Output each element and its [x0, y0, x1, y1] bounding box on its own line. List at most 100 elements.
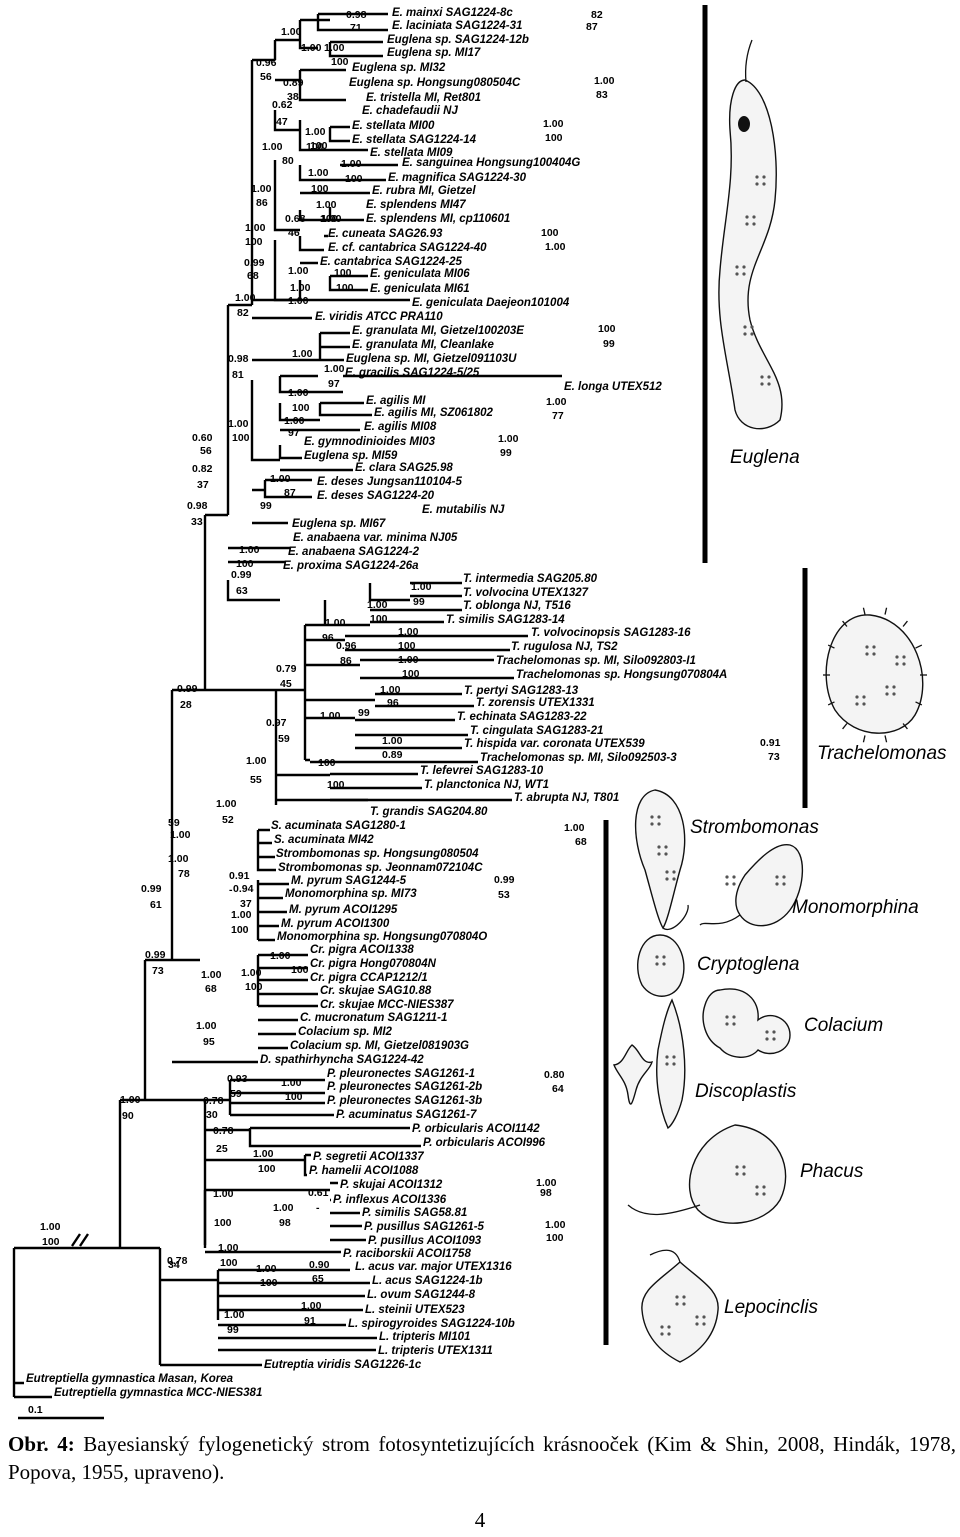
- taxon-label: E. stellata MI09: [370, 147, 453, 159]
- support-value: 100: [42, 1236, 60, 1248]
- support-value: 97: [288, 427, 300, 439]
- texture-dot: [752, 222, 756, 226]
- taxon-label: T. volvocina UTEX1327: [463, 587, 589, 599]
- taxon-label: E. cuneata SAG26.93: [328, 228, 443, 240]
- support-value: 1.00: [398, 654, 419, 666]
- tree-branch: [205, 1126, 421, 1177]
- tree-branch: [170, 688, 258, 1064]
- support-value: 100: [598, 323, 616, 335]
- support-value: 1.00: [545, 241, 566, 253]
- support-value: 1.00: [325, 617, 346, 629]
- support-value: 0.68: [285, 213, 306, 225]
- spine: [862, 607, 866, 615]
- spine: [902, 723, 908, 730]
- support-value: 25: [216, 1143, 228, 1155]
- support-value: 59: [230, 1088, 242, 1100]
- taxon-label: E. chadefaudii NJ: [362, 105, 458, 117]
- support-value: 1.00: [290, 282, 311, 294]
- support-value: 1.00: [288, 265, 309, 277]
- support-value: 1.00: [196, 1020, 217, 1032]
- scale-label: 0.1: [28, 1404, 43, 1416]
- taxon-label: P. skujai ACOI1312: [340, 1179, 443, 1191]
- texture-dot: [775, 882, 779, 886]
- texture-dot: [665, 870, 669, 874]
- support-value: 1.00: [218, 1242, 239, 1254]
- support-value: 0.99: [494, 874, 515, 886]
- support-value: 0.91: [760, 737, 781, 749]
- support-value: 1.00: [324, 363, 345, 375]
- spine: [915, 644, 923, 649]
- support-value: 1.00: [564, 822, 585, 834]
- texture-dot: [742, 1172, 746, 1176]
- texture-dot: [765, 1030, 769, 1034]
- support-value: 0.78: [213, 1125, 234, 1137]
- support-value: 28: [180, 699, 192, 711]
- support-value: 1.00: [235, 292, 256, 304]
- taxon-label: C. mucronatum SAG1211-1: [300, 1012, 447, 1024]
- spine: [827, 701, 835, 706]
- spine: [884, 735, 888, 743]
- support-value: 59: [278, 733, 290, 745]
- taxon-label: L. tripteris UTEX1311: [378, 1345, 493, 1357]
- taxon-label: L. steinii UTEX523: [365, 1304, 465, 1316]
- support-value: 1.00: [301, 42, 322, 54]
- support-value: 1.00: [320, 710, 341, 722]
- genus-label: Discoplastis: [695, 1081, 797, 1102]
- texture-dot: [665, 1062, 669, 1066]
- texture-dot: [755, 1192, 759, 1196]
- support-value: 100: [402, 668, 420, 680]
- support-value: 1.00: [536, 1177, 557, 1189]
- taxon-label: Euglena sp. MI, Gietzel091103U: [346, 353, 517, 365]
- taxon-labels: E. mainxi SAG1224-8cE. laciniata SAG1224…: [26, 7, 727, 1399]
- support-value: 1.00: [228, 418, 249, 430]
- texture-dot: [650, 822, 654, 826]
- taxon-label: P. inflexus ACOI1336: [333, 1194, 447, 1206]
- support-value: 65: [312, 1273, 324, 1285]
- taxon-label: P. orbicularis ACOI996: [423, 1137, 546, 1149]
- taxon-label: Strombomonas sp. Jeonnam072104C: [278, 862, 483, 874]
- texture-dot: [662, 962, 666, 966]
- texture-dot: [732, 882, 736, 886]
- genus-label: Phacus: [800, 1161, 864, 1182]
- texture-dot: [862, 702, 866, 706]
- taxon-label: Cr. pigra CCAP1212/1: [310, 972, 428, 984]
- support-value: 0.90: [309, 1259, 330, 1271]
- support-value: 99: [413, 596, 425, 608]
- taxon-label: Euglena sp. MI32: [352, 62, 446, 74]
- taxon-label: Euglena sp. MI59: [304, 450, 398, 462]
- flagellum: [649, 1249, 681, 1263]
- texture-dot: [725, 1022, 729, 1026]
- taxon-label: Trachelomonas sp. MI, Silo092503-3: [480, 752, 677, 764]
- tree-branch: [303, 634, 528, 764]
- taxon-label: E. longa UTEX512: [564, 381, 662, 393]
- organism-drawings: [613, 39, 927, 1363]
- support-value: 100: [370, 613, 388, 625]
- support-value: 99: [603, 338, 615, 350]
- support-value: 0.79: [276, 663, 297, 675]
- texture-dot: [735, 1165, 739, 1169]
- support-value: 61: [150, 899, 162, 911]
- texture-dot: [672, 870, 676, 874]
- texture-dot: [672, 1055, 676, 1059]
- texture-dot: [750, 332, 754, 336]
- texture-dot: [742, 272, 746, 276]
- genus-label: Colacium: [804, 1015, 883, 1036]
- support-value: 78: [178, 868, 190, 880]
- taxon-label: Strombomonas sp. Hongsung080504: [276, 848, 479, 860]
- support-value: 1.00: [545, 1219, 566, 1231]
- support-value: 100: [231, 924, 249, 936]
- support-value: 30: [206, 1109, 218, 1121]
- support-value: 0.62: [272, 99, 293, 111]
- taxon-label: E. tristella MI, Ret801: [366, 92, 481, 104]
- taxon-label: T. oblonga NJ, T516: [463, 600, 571, 612]
- taxon-label: Monomorphina sp. MI73: [285, 888, 417, 900]
- support-value: 82: [591, 9, 603, 21]
- spine: [862, 735, 866, 743]
- support-value: 1.00: [292, 348, 313, 360]
- taxon-label: P. orbicularis ACOI1142: [412, 1123, 540, 1135]
- taxon-label: E. clara SAG25.98: [355, 462, 453, 474]
- trachelomonas-cell-drawing: [825, 614, 924, 734]
- support-value: 1.00: [288, 295, 309, 307]
- support-value: 38: [287, 91, 299, 103]
- support-value: 52: [222, 814, 234, 826]
